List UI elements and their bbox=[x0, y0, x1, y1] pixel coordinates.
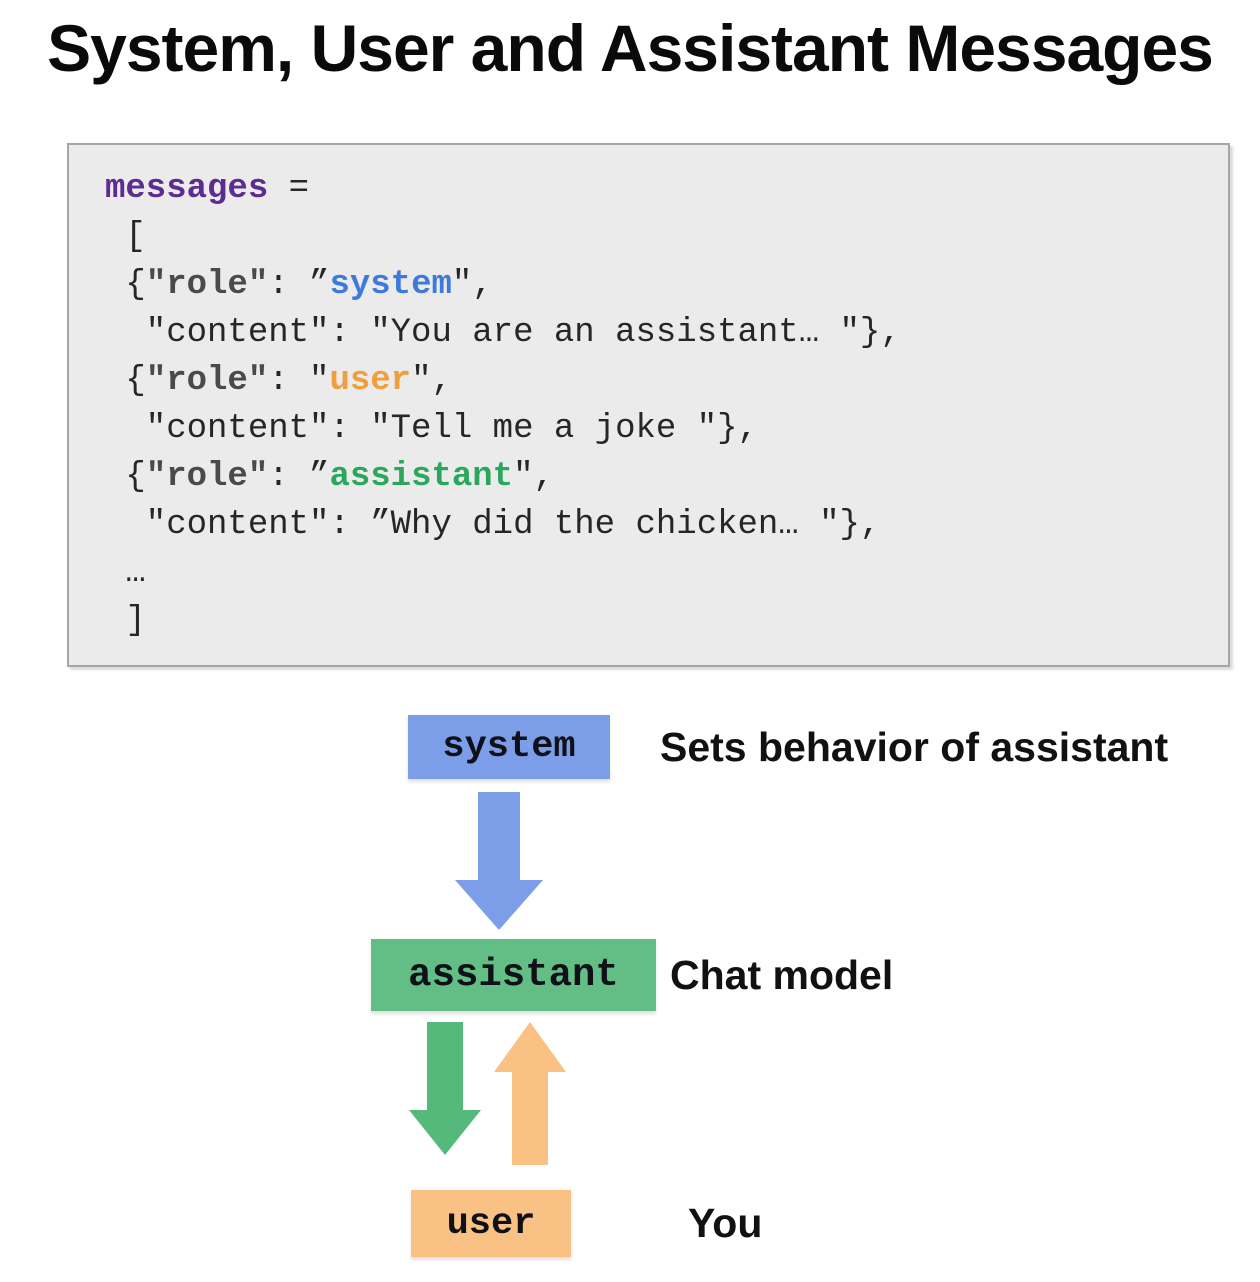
code-token: "role" bbox=[145, 362, 269, 400]
code-token: ", bbox=[411, 362, 452, 400]
code-token: = bbox=[268, 170, 310, 208]
code-token: ", bbox=[451, 266, 493, 304]
arrow-head-down bbox=[455, 880, 543, 930]
page-title: System, User and Assistant Messages bbox=[47, 11, 1214, 85]
arrow-user-to-assistant-icon bbox=[494, 1022, 566, 1165]
code-token: "role" bbox=[145, 458, 269, 496]
code-token: "role" bbox=[145, 266, 269, 304]
arrow-head-up bbox=[494, 1022, 566, 1072]
assistant-role-description: Chat model bbox=[670, 951, 894, 998]
system-role-box: system bbox=[408, 715, 610, 779]
code-token: [ bbox=[105, 218, 146, 256]
arrow-shaft bbox=[478, 792, 520, 884]
arrow-shaft bbox=[427, 1022, 463, 1112]
code-line: ] bbox=[105, 597, 1208, 645]
code-token: { bbox=[105, 458, 146, 496]
code-token: : " bbox=[268, 362, 330, 400]
arrow-assistant-to-user-icon bbox=[409, 1022, 481, 1155]
code-token: assistant bbox=[329, 458, 514, 496]
code-token: { bbox=[105, 362, 146, 400]
code-token: { bbox=[105, 266, 146, 304]
code-line: [ bbox=[105, 213, 1208, 261]
code-token: "content": ”Why did the chicken… "}, bbox=[105, 506, 881, 544]
code-token: user bbox=[329, 362, 412, 400]
system-role-description: Sets behavior of assistant bbox=[660, 723, 1169, 770]
code-line: {"role": "user", bbox=[105, 357, 1208, 405]
arrow-system-to-assistant-icon bbox=[455, 792, 543, 930]
code-line: "content": "You are an assistant… "}, bbox=[105, 309, 1208, 357]
code-token: ] bbox=[105, 602, 146, 640]
arrow-shaft bbox=[512, 1070, 548, 1165]
user-role-description: You bbox=[688, 1200, 763, 1246]
code-token: ", bbox=[513, 458, 554, 496]
code-line: "content": "Tell me a joke "}, bbox=[105, 405, 1208, 453]
code-token: system bbox=[329, 266, 452, 304]
code-block: messages = [ {"role": ”system", "content… bbox=[67, 143, 1230, 667]
code-line: {"role": ”system", bbox=[105, 261, 1208, 309]
code-lines: messages = [ {"role": ”system", "content… bbox=[105, 165, 1208, 645]
code-line: {"role": ”assistant", bbox=[105, 453, 1208, 501]
code-token: "content": "Tell me a joke "}, bbox=[105, 410, 758, 448]
arrow-head-down bbox=[409, 1110, 481, 1155]
code-line: … bbox=[105, 549, 1208, 597]
code-token: : ” bbox=[268, 458, 330, 496]
user-role-box: user bbox=[411, 1190, 571, 1257]
code-line: "content": ”Why did the chicken… "}, bbox=[105, 501, 1208, 549]
assistant-role-box: assistant bbox=[371, 939, 656, 1011]
code-token: : ” bbox=[268, 266, 330, 304]
code-line: messages = bbox=[105, 165, 1208, 213]
code-token: … bbox=[105, 554, 146, 592]
code-token: "content": "You are an assistant… "}, bbox=[105, 314, 901, 352]
code-token: messages bbox=[105, 170, 269, 208]
